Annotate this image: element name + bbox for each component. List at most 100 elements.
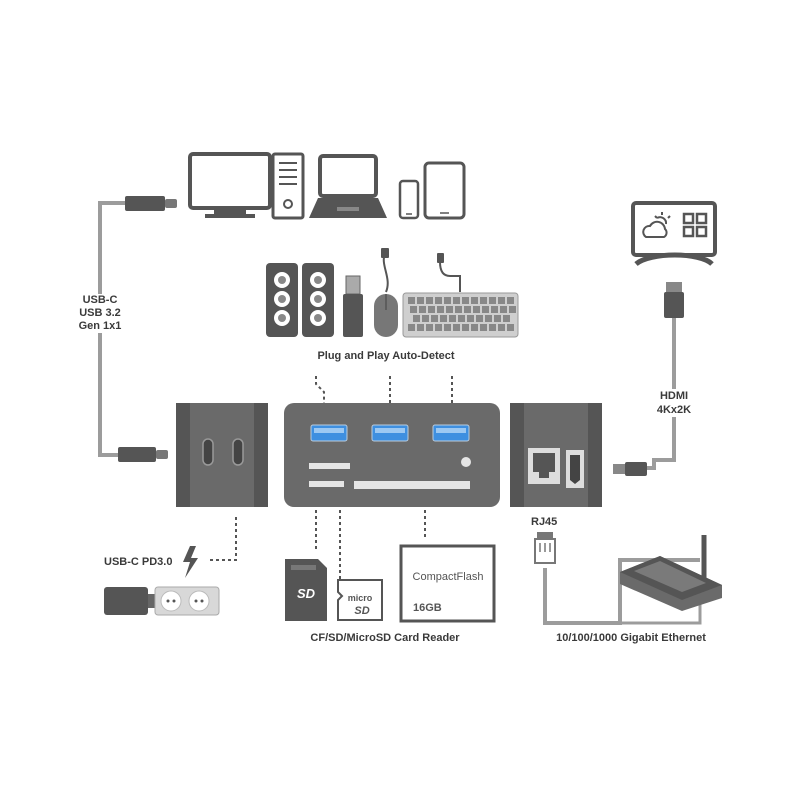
svg-text:micro: micro — [348, 593, 373, 603]
keyboard-key — [491, 306, 498, 313]
hdmi-label-line2: 4Kx2K — [656, 404, 692, 416]
usb-c-label-line1: USB-C — [82, 294, 118, 306]
keyboard-key — [449, 315, 456, 322]
keyboard-key — [467, 315, 474, 322]
sd-card-icon: SD — [285, 559, 327, 621]
power-socket-icon — [154, 586, 220, 616]
keyboard-key — [471, 324, 478, 331]
peripheral-connector-lines — [315, 376, 453, 403]
keyboard-key — [476, 315, 483, 322]
keyboard-key — [507, 297, 514, 304]
lightning-bolt-icon — [183, 546, 198, 578]
hdmi-label-line1: HDMI — [659, 390, 689, 402]
microsd-slot — [309, 463, 350, 469]
keyboard-key — [471, 297, 478, 304]
keyboard-key — [462, 297, 469, 304]
keyboard-key — [489, 297, 496, 304]
monitor-icon — [188, 152, 272, 218]
usb-c-label: USB-C USB 3.2 Gen 1x1 — [72, 294, 128, 333]
keyboard-key — [453, 297, 460, 304]
keyboard-key — [444, 297, 451, 304]
keyboard-icon — [402, 253, 519, 338]
compactflash-card-icon: CompactFlash 16GB — [399, 544, 496, 623]
weather-icon — [642, 212, 671, 238]
keyboard-key — [498, 324, 505, 331]
usb-c-pd-label: USB-C PD3.0 — [104, 556, 173, 568]
plug-and-play-label: Plug and Play Auto-Detect — [317, 350, 455, 362]
hdmi-port — [566, 450, 584, 488]
svg-text:SD: SD — [354, 605, 369, 617]
microsd-card-icon: micro SD — [337, 579, 383, 621]
keyboard-key — [428, 306, 435, 313]
usb-a-port — [432, 424, 470, 442]
keyboard-key — [509, 306, 516, 313]
power-adapter-icon — [104, 587, 156, 615]
usb-flash-drive-icon — [343, 275, 363, 337]
keyboard-key — [480, 324, 487, 331]
svg-text:16GB: 16GB — [413, 602, 442, 614]
keyboard-key — [426, 297, 433, 304]
app-grid-icon — [682, 212, 708, 238]
hub-right-module — [510, 403, 602, 507]
tablet-icon — [423, 161, 466, 220]
hdmi-plug-bottom-icon — [613, 462, 647, 476]
keyboard-key — [485, 315, 492, 322]
usb-a-port — [310, 424, 348, 442]
keyboard-key — [503, 315, 510, 322]
keyboard-key — [473, 306, 480, 313]
tv-display-icon — [631, 201, 717, 267]
smartphone-icon — [398, 179, 420, 220]
status-led — [461, 457, 471, 467]
card-reader-label: CF/SD/MicroSD Card Reader — [310, 632, 460, 644]
keyboard-key — [500, 306, 507, 313]
usb-c-label-line2: USB 3.2 — [79, 307, 121, 319]
keyboard-key — [507, 324, 514, 331]
router-icon — [620, 535, 722, 611]
keyboard-key — [435, 324, 442, 331]
keyboard-key — [426, 324, 433, 331]
card-connector-lines — [315, 510, 426, 580]
keyboard-key — [437, 306, 444, 313]
rj45-port — [528, 448, 560, 484]
svg-text:CompactFlash: CompactFlash — [413, 571, 484, 583]
ethernet-label: 10/100/1000 Gigabit Ethernet — [546, 632, 716, 644]
speaker-right-icon — [302, 263, 334, 337]
keyboard-key — [494, 315, 501, 322]
keyboard-key — [455, 306, 462, 313]
keyboard-key — [435, 297, 442, 304]
hub-center-module — [284, 403, 500, 507]
keyboard-key — [413, 315, 420, 322]
keyboard-key — [417, 297, 424, 304]
desktop-tower-icon — [271, 152, 305, 220]
speaker-left-icon — [266, 263, 298, 337]
power-connector-lines — [210, 517, 237, 561]
keyboard-key — [482, 306, 489, 313]
keyboard-key — [453, 324, 460, 331]
keyboard-key — [446, 306, 453, 313]
hub-left-module — [176, 403, 268, 507]
keyboard-key — [410, 306, 417, 313]
hdmi-plug-top-icon — [664, 282, 684, 318]
cf-slot — [354, 481, 470, 489]
usb-c-label-line3: Gen 1x1 — [78, 320, 122, 332]
keyboard-key — [458, 315, 465, 322]
laptop-icon — [309, 154, 387, 218]
rj45-label: RJ45 — [531, 516, 558, 528]
keyboard-key — [419, 306, 426, 313]
sd-slot — [309, 481, 344, 487]
usb-c-plug-bottom-icon — [118, 447, 168, 462]
usb-a-port — [371, 424, 409, 442]
keyboard-key — [480, 297, 487, 304]
usb-c-plug-top-icon — [125, 196, 177, 211]
keyboard-key — [408, 324, 415, 331]
hdmi-label: HDMI 4Kx2K — [646, 389, 702, 417]
keyboard-key — [464, 306, 471, 313]
keyboard-key — [431, 315, 438, 322]
keyboard-key — [462, 324, 469, 331]
keyboard-key — [440, 315, 447, 322]
keyboard-key — [422, 315, 429, 322]
rj45-plug-icon — [534, 532, 556, 564]
svg-text:SD: SD — [297, 586, 316, 601]
mouse-icon — [374, 248, 398, 337]
